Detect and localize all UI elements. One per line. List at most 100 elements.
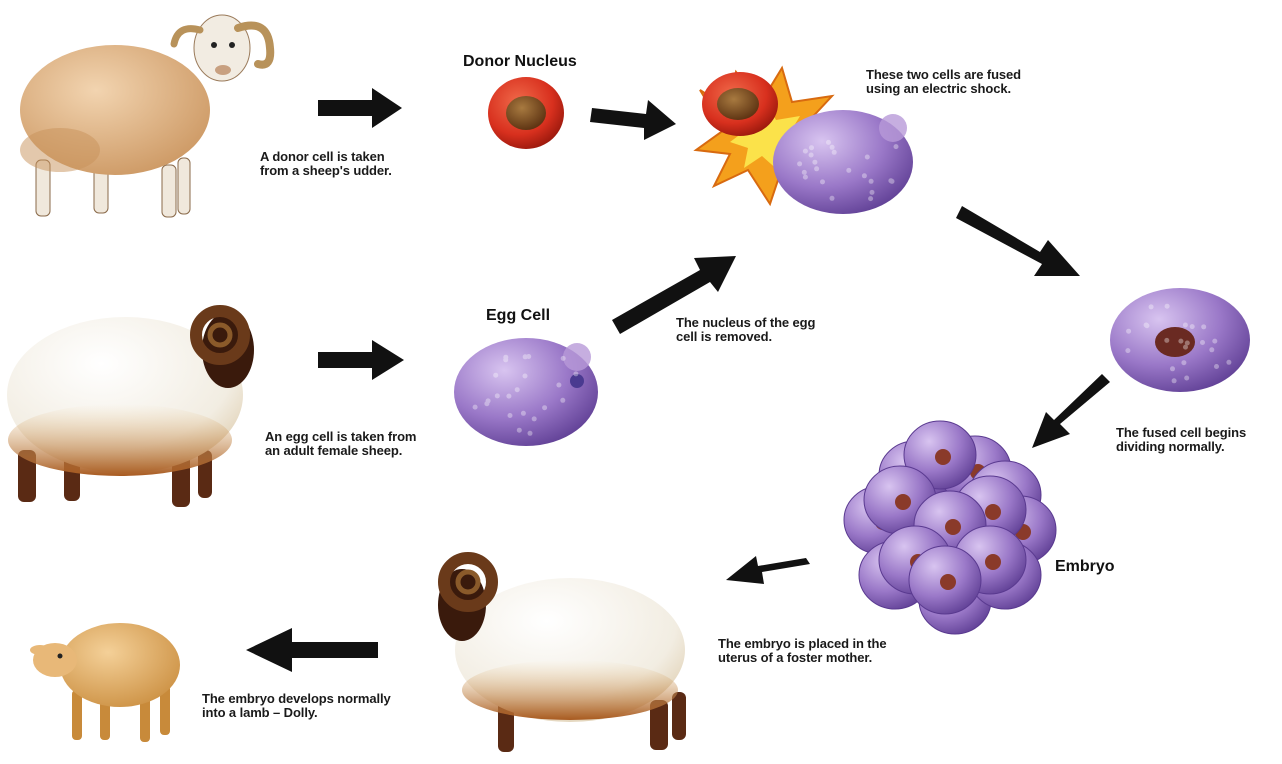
- speckle: [1182, 322, 1188, 328]
- donor-nucleus-cell: [488, 77, 564, 149]
- speckle: [893, 144, 899, 150]
- egg-donor-sheep-horn: [190, 305, 250, 365]
- speckle: [869, 189, 875, 195]
- caption-egg-cell: An egg cell is taken from an adult femal…: [265, 430, 416, 458]
- caption-line: A donor cell is taken: [260, 149, 385, 164]
- lamb-body: [60, 623, 180, 707]
- speckle: [826, 139, 831, 145]
- embryo-cell-nucleus: [940, 574, 956, 590]
- caption-line: The embryo develops normally: [202, 691, 391, 706]
- caption-nucleus-removed: The nucleus of the egg cell is removed.: [676, 316, 815, 344]
- speckle: [809, 145, 814, 151]
- caption-line: into a lamb – Dolly.: [202, 705, 318, 720]
- caption-line: cell is removed.: [676, 329, 772, 344]
- caption-line: The nucleus of the egg: [676, 315, 816, 330]
- speckle: [493, 372, 499, 378]
- speckle: [1184, 340, 1190, 346]
- speckle: [1226, 359, 1232, 365]
- donor-sheep: [20, 14, 275, 218]
- fused-cell-nucleus: [1155, 327, 1195, 357]
- arrow-sheep-to-donor-cell: [318, 88, 402, 128]
- speckle: [797, 161, 803, 167]
- speckle: [1148, 304, 1154, 310]
- embryo-cell-nucleus: [945, 519, 961, 535]
- speckle: [527, 430, 533, 436]
- caption-donor-cell: A donor cell is taken from a sheep's udd…: [260, 150, 392, 178]
- speckle: [503, 354, 509, 360]
- caption-line: an adult female sheep.: [265, 443, 403, 458]
- caption-fused: These two cells are fused using an elect…: [866, 68, 1021, 96]
- cell-speckles: [472, 139, 1232, 436]
- embryo-cell-nucleus: [895, 494, 911, 510]
- speckle: [829, 195, 835, 201]
- embryo-cell-nucleus: [985, 504, 1001, 520]
- speckle: [1143, 322, 1149, 328]
- speckle: [1184, 375, 1190, 381]
- speckle: [1171, 378, 1177, 384]
- speckle: [1178, 338, 1184, 344]
- caption-develops: The embryo develops normally into a lamb…: [202, 692, 391, 720]
- embryo-cluster: [843, 420, 1057, 635]
- speckle: [520, 410, 526, 416]
- caption-line: The fused cell begins: [1116, 425, 1247, 440]
- caption-line: The embryo is placed in the: [718, 636, 887, 651]
- caption-placed: The embryo is placed in the uterus of a …: [718, 637, 887, 665]
- speckle: [1189, 324, 1195, 330]
- speckle: [801, 169, 807, 175]
- speckle: [1164, 303, 1170, 309]
- arrow-embryo-to-foster: [726, 556, 810, 584]
- heading-donor-nucleus: Donor Nucleus: [463, 53, 577, 70]
- speckle: [1170, 366, 1175, 372]
- caption-line: These two cells are fused: [866, 67, 1022, 82]
- egg-cell: [454, 338, 598, 446]
- speckle: [1125, 348, 1131, 354]
- caption-line: An egg cell is taken from: [265, 429, 417, 444]
- speckle: [802, 174, 808, 180]
- speckle: [846, 167, 852, 173]
- speckle: [864, 154, 870, 160]
- donor-sheep-horn: [234, 21, 275, 69]
- speckle: [868, 196, 874, 202]
- speckle: [522, 354, 528, 360]
- speckle: [861, 173, 867, 179]
- embryo-cell-nucleus: [985, 554, 1001, 570]
- speckle: [1164, 337, 1170, 343]
- caption-line: uterus of a foster mother.: [718, 650, 873, 665]
- speckle: [556, 382, 562, 388]
- speckle: [531, 416, 537, 422]
- speckle: [808, 152, 814, 158]
- speckle: [1126, 328, 1132, 334]
- speckle: [1209, 347, 1215, 353]
- speckle: [831, 149, 837, 155]
- caption-line: using an electric shock.: [866, 81, 1011, 96]
- speckle: [514, 387, 520, 393]
- donor-sheep-legs: [35, 157, 191, 218]
- speckle: [812, 159, 818, 165]
- heading-egg-cell: Egg Cell: [486, 307, 551, 324]
- speckle: [1183, 344, 1188, 350]
- speckle: [1201, 324, 1207, 330]
- donor-nucleus: [506, 96, 546, 130]
- embryo-cell-nucleus: [935, 449, 951, 465]
- speckle: [560, 355, 566, 361]
- arrow-fused-cell-to-embryo: [1032, 374, 1110, 448]
- foster-mother-sheep-horn: [438, 552, 498, 612]
- speckle: [522, 373, 528, 379]
- speckle: [506, 393, 512, 399]
- speckle: [1181, 360, 1187, 366]
- speckle: [1214, 364, 1219, 369]
- process-arrows: [246, 88, 1110, 672]
- speckle: [1212, 338, 1218, 344]
- speckle: [889, 178, 895, 184]
- speckle: [820, 179, 825, 185]
- fusion-group: [693, 65, 913, 214]
- egg-donor-sheep: [7, 305, 254, 507]
- speckle: [1200, 340, 1205, 345]
- speckle: [516, 427, 522, 433]
- lamb-dolly: [30, 623, 180, 742]
- speckle: [484, 401, 490, 407]
- speckle: [1144, 323, 1150, 329]
- egg-nucleus: [570, 374, 584, 388]
- arrow-sheep-to-egg-cell: [318, 340, 404, 380]
- arrow-foster-to-lamb: [246, 628, 378, 672]
